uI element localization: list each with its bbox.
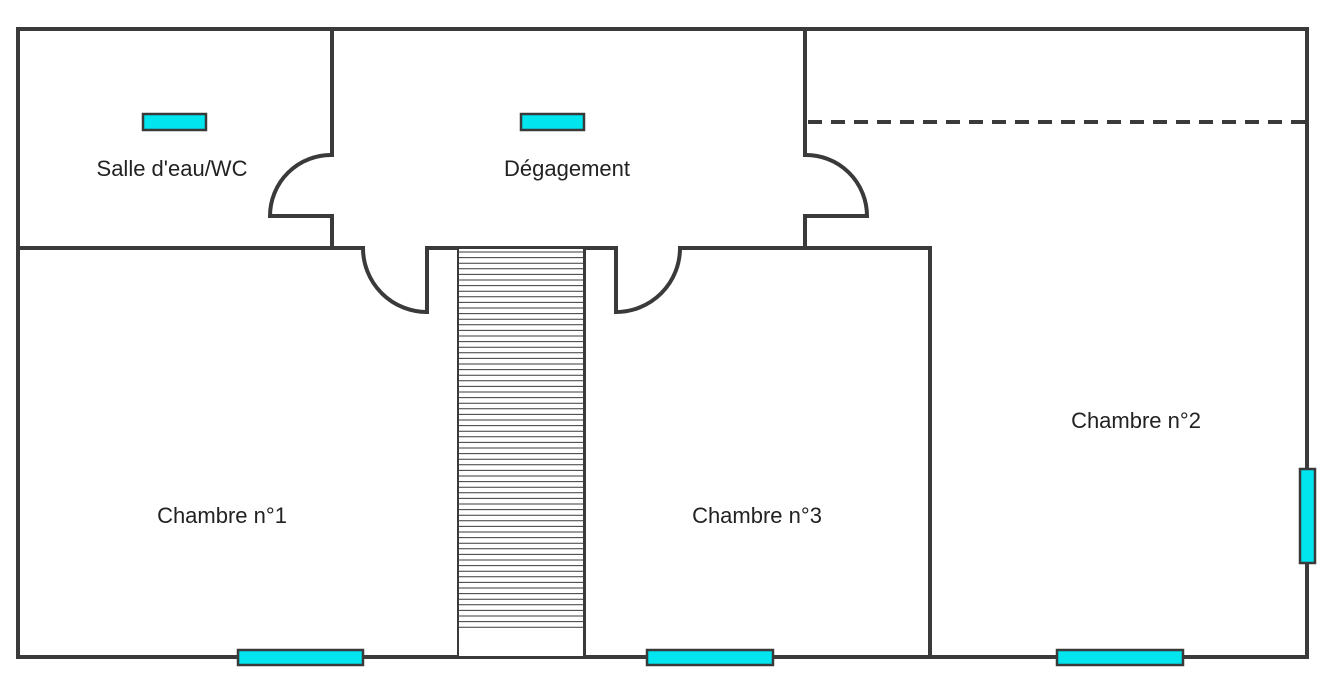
label-chambre-1: Chambre n°1 [157, 503, 287, 528]
window-chambre-1 [236, 648, 365, 667]
label-chambre-2: Chambre n°2 [1071, 408, 1201, 433]
window-chambre-3 [645, 648, 775, 667]
windows [141, 112, 1317, 667]
window-chambre-2-side [1298, 467, 1317, 565]
window-degagement [519, 112, 586, 132]
window-salle-eau [141, 112, 208, 132]
door-chambre-1 [361, 247, 428, 314]
door-chambre-3 [614, 247, 682, 315]
door-salle-eau [267, 152, 333, 218]
window-chambre-2-bottom [1055, 648, 1185, 667]
label-salle-eau: Salle d'eau/WC [97, 156, 248, 181]
door-chambre-2 [804, 152, 870, 218]
label-chambre-3: Chambre n°3 [692, 503, 822, 528]
staircase [457, 247, 585, 658]
label-degagement: Dégagement [504, 156, 630, 181]
